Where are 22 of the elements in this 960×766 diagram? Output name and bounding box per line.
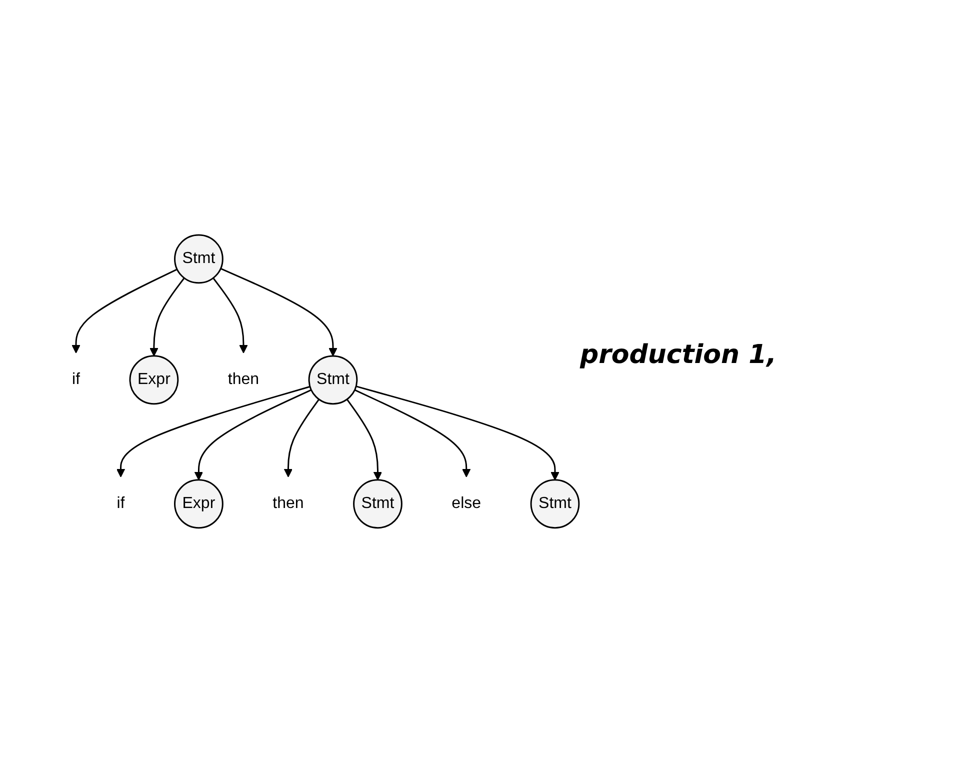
node-circle: Stmt <box>174 234 223 284</box>
node-circle: Stmt <box>308 355 358 405</box>
node-text: else <box>451 494 481 512</box>
node-text: then <box>272 494 304 512</box>
arrow <box>346 398 382 480</box>
arrow <box>71 268 177 354</box>
arrow <box>354 389 470 478</box>
node-circle: Stmt <box>352 479 402 529</box>
arrow <box>116 386 310 478</box>
arrow <box>212 278 248 354</box>
node-text: if <box>72 370 80 388</box>
arrow <box>355 386 559 480</box>
node-text: then <box>227 370 259 388</box>
node-text: if <box>116 494 124 512</box>
node-circle: Expr <box>128 355 178 405</box>
node-circle: Expr <box>174 479 223 529</box>
annotation-text: production 1, <box>580 340 777 370</box>
arrow <box>220 268 337 356</box>
node-circle: Stmt <box>530 479 580 529</box>
arrow <box>149 278 184 356</box>
arrow <box>283 398 320 478</box>
arrow <box>194 389 312 480</box>
